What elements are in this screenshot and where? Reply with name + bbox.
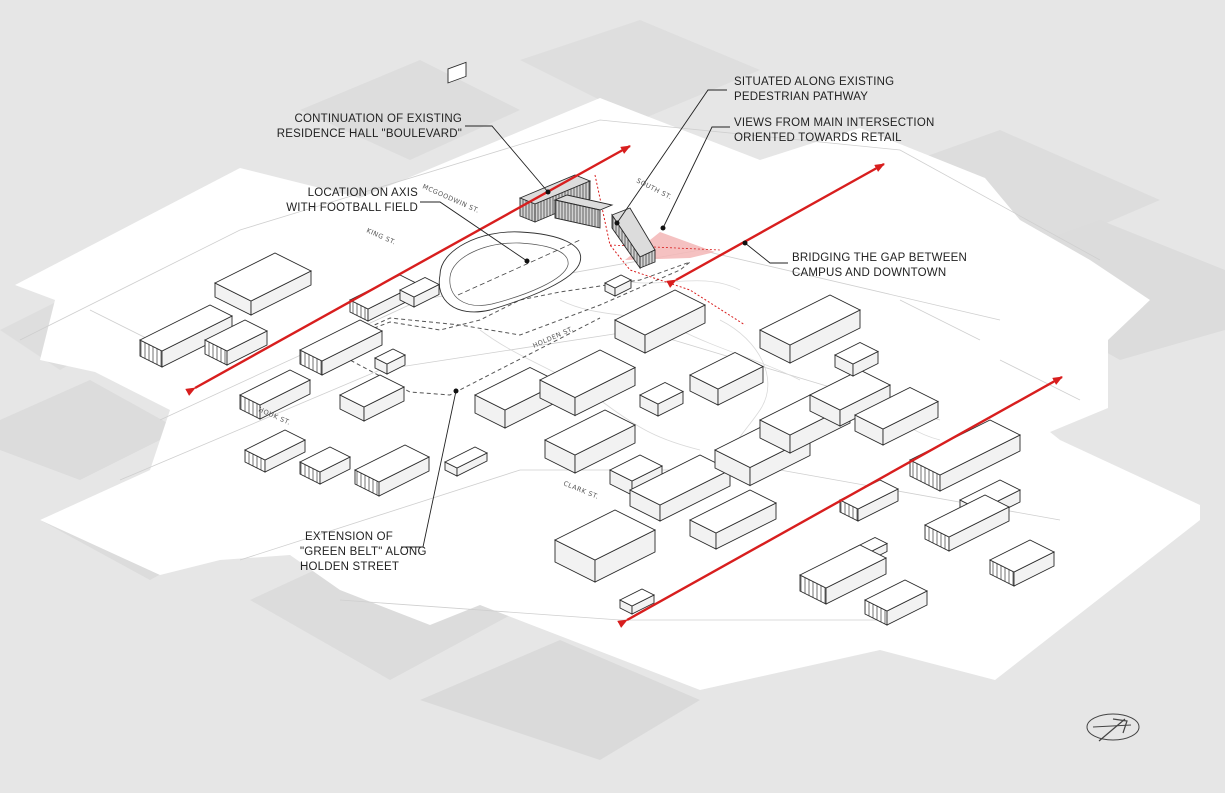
annotation-pathway-line2: PEDESTRIAN PATHWAY xyxy=(734,91,869,103)
building-9 xyxy=(353,444,431,497)
annotation-pathway: SITUATED ALONG EXISTING PEDESTRIAN PATHW… xyxy=(734,75,894,105)
annotation-boulevard: CONTINUATION OF EXISTING RESIDENCE HALL … xyxy=(262,112,462,142)
annotation-greenbelt-line1: EXTENSION OF xyxy=(304,531,394,543)
building-25 xyxy=(758,294,862,364)
building-8 xyxy=(298,446,352,485)
building-10 xyxy=(443,446,489,477)
annotation-bridging-line2: CAMPUS AND DOWNTOWN xyxy=(792,267,947,279)
annotation-views-line2: ORIENTED TOWARDS RETAIL xyxy=(734,132,902,144)
axis-arrows xyxy=(185,144,1063,628)
annotation-bridging: BRIDGING THE GAP BETWEEN CAMPUS AND DOWN… xyxy=(792,251,967,281)
annotation-greenbelt-line3: HOLDEN STREET xyxy=(300,561,400,573)
site-boundary-dotted xyxy=(594,174,746,326)
north-arrow-icon xyxy=(1086,713,1140,742)
building-7 xyxy=(243,429,307,473)
leader-lines xyxy=(401,89,788,548)
axis-arrow-north xyxy=(185,144,631,396)
annotation-axis: LOCATION ON AXIS WITH FOOTBALL FIELD xyxy=(250,186,418,216)
building-28 xyxy=(833,341,880,377)
annotation-boulevard-line2: RESIDENCE HALL "BOULEVARD" xyxy=(276,128,462,140)
annotation-greenbelt: EXTENSION OF "GREEN BELT" ALONG HOLDEN S… xyxy=(300,530,427,575)
annotation-views-line1: VIEWS FROM MAIN INTERSECTION xyxy=(734,117,935,129)
annotation-boulevard-line1: CONTINUATION OF EXISTING xyxy=(294,113,462,125)
annotation-greenbelt-line2: "GREEN BELT" ALONG xyxy=(300,546,427,558)
annotation-bridging-line1: BRIDGING THE GAP BETWEEN xyxy=(792,252,967,264)
axis-arrow-middle xyxy=(666,162,885,288)
annotation-axis-line2: WITH FOOTBALL FIELD xyxy=(286,202,418,214)
annotation-axis-line1: LOCATION ON AXIS xyxy=(307,187,418,199)
axis-arrow-south xyxy=(617,375,1063,628)
annotation-pathway-line1: SITUATED ALONG EXISTING xyxy=(734,76,895,88)
annotation-views: VIEWS FROM MAIN INTERSECTION ORIENTED TO… xyxy=(734,116,934,146)
